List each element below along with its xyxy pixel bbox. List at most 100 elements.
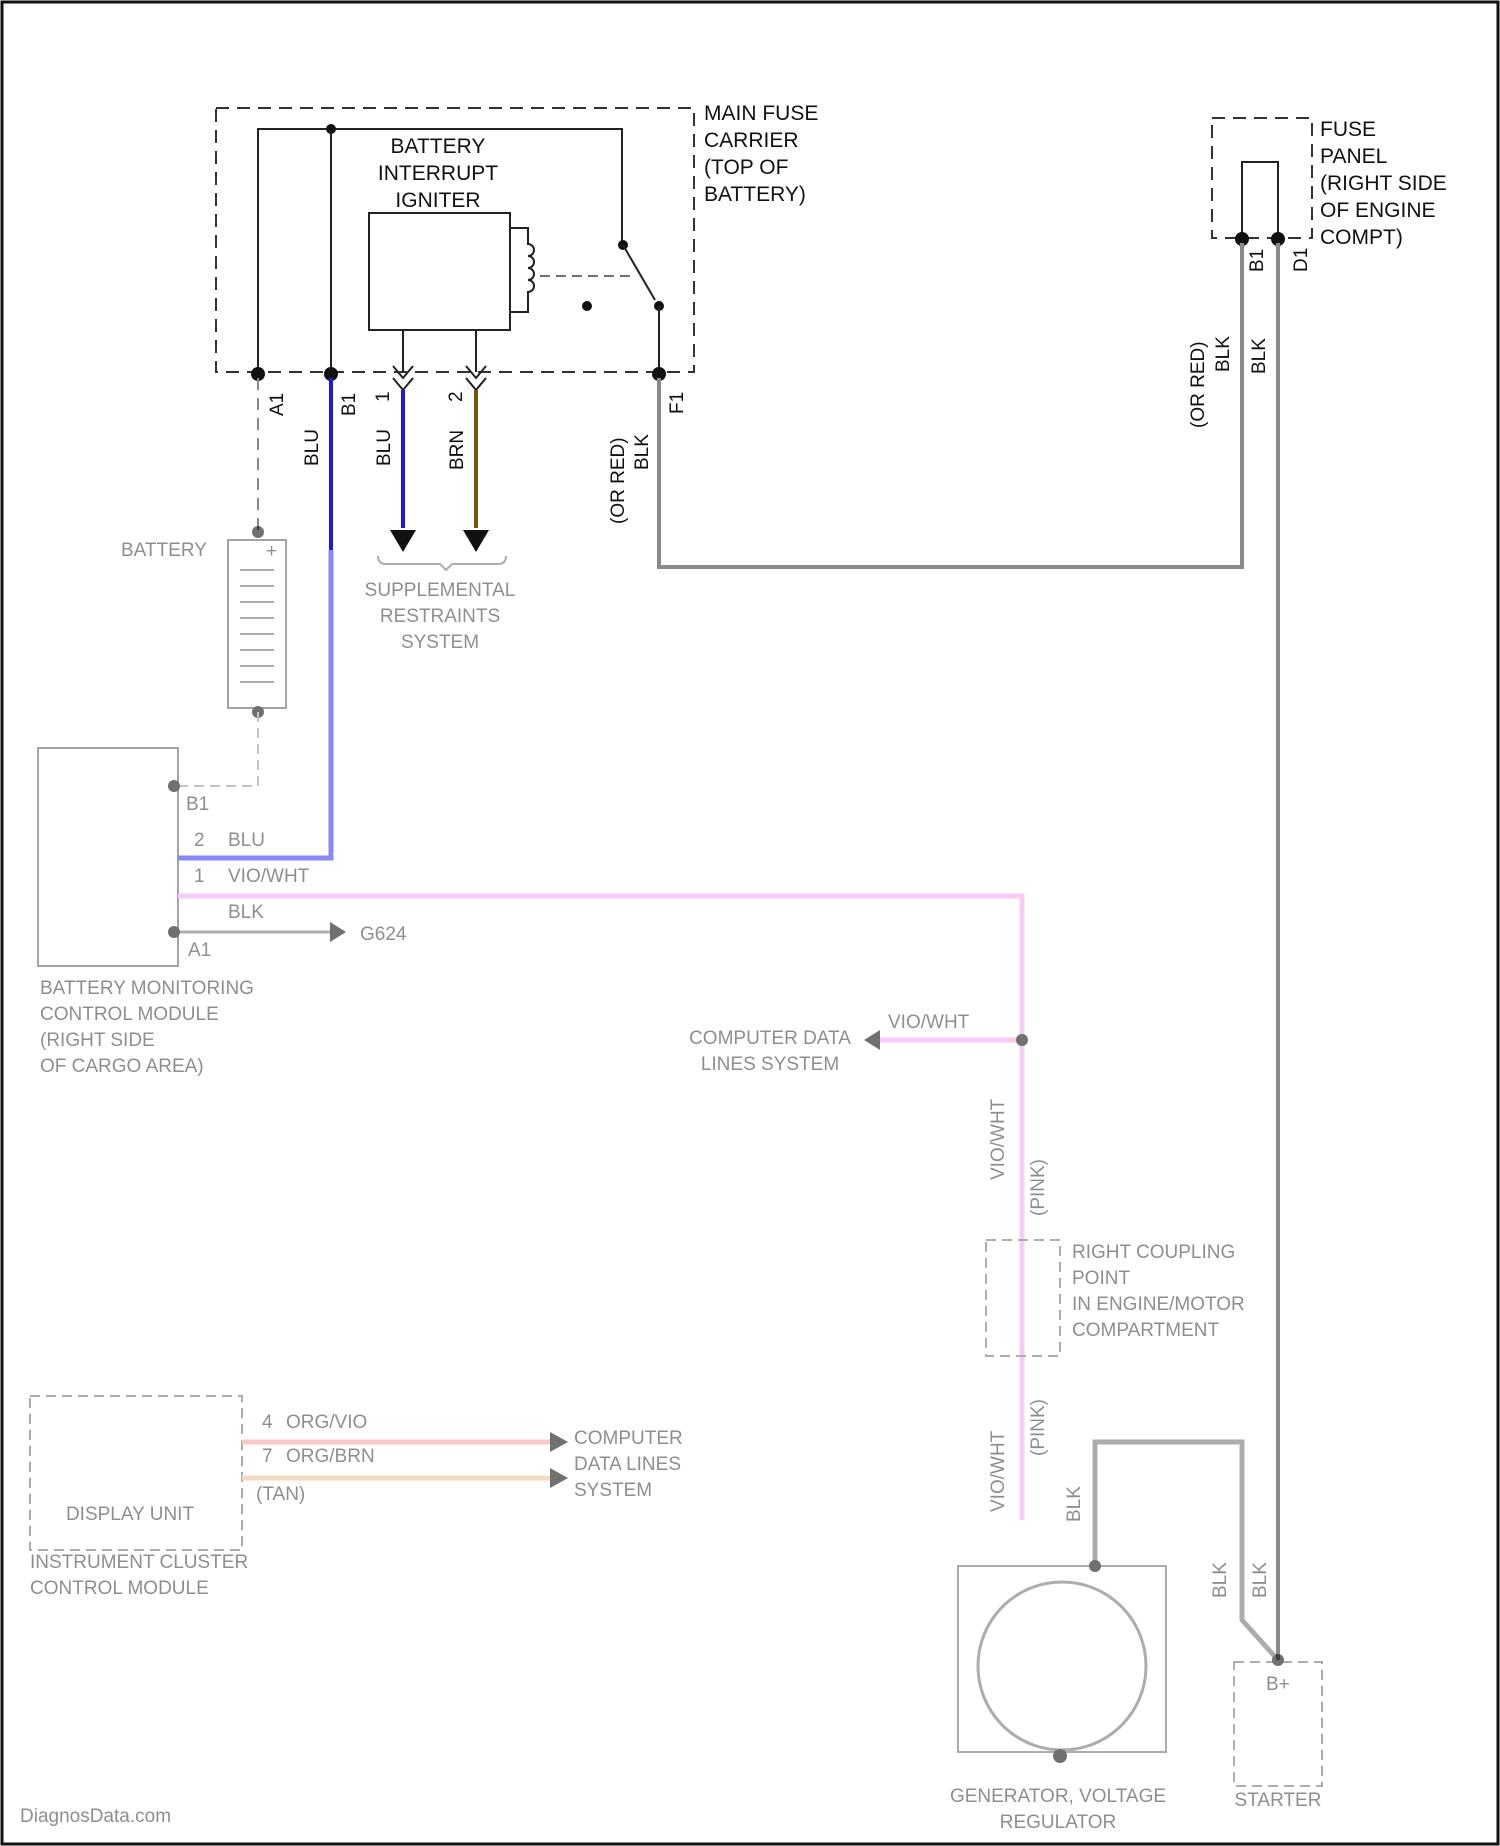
bmcm-label: BATTERY MONITORING CONTROL MODULE (RIGHT…	[40, 978, 254, 1077]
srs-label: SUPPLEMENTAL RESTRAINTS SYSTEM	[365, 580, 516, 653]
svg-text:IGNITER: IGNITER	[395, 189, 480, 212]
vertical-wire-color1: VIO/WHT	[988, 1098, 1009, 1180]
watermark: DiagnosData.com	[20, 1806, 171, 1827]
blu-1-color: BLU	[374, 429, 395, 466]
svg-text:RESTRAINTS: RESTRAINTS	[380, 606, 500, 627]
pin-1-label: 1	[373, 391, 394, 402]
igniter-coil-icon	[510, 228, 534, 312]
fuse-panel-d1-label: D1	[1291, 248, 1312, 272]
fuse-panel-b1-label: B1	[1247, 249, 1268, 272]
fuse-panel-label: FUSE PANEL (RIGHT SIDE OF ENGINE COMPT)	[1320, 118, 1447, 249]
svg-text:RIGHT COUPLING: RIGHT COUPLING	[1072, 1242, 1235, 1263]
blu-1-arrow-icon	[390, 530, 416, 552]
svg-text:MAIN FUSE: MAIN FUSE	[704, 102, 818, 125]
brn-2-color: BRN	[447, 430, 468, 470]
svg-text:COMPT): COMPT)	[1320, 226, 1403, 249]
ic-wire-a: ORG/VIO	[286, 1412, 367, 1433]
instrument-cluster-label: INSTRUMENT CLUSTER CONTROL MODULE	[30, 1552, 248, 1599]
generator-label: GENERATOR, VOLTAGE REGULATOR	[950, 1786, 1166, 1833]
svg-text:OF CARGO AREA): OF CARGO AREA)	[40, 1056, 204, 1077]
svg-text:(RIGHT SIDE: (RIGHT SIDE	[40, 1030, 155, 1051]
lower-section: BATTERY + SUPPLEMENTAL RESTRAINTS SYSTEM…	[20, 526, 1322, 1833]
bmcm-wire-a1: BLK	[228, 902, 264, 923]
starter-pin: B+	[1266, 1674, 1290, 1695]
bmcm-box	[38, 748, 178, 966]
ic-wire-b: ORG/BRN	[286, 1446, 375, 1467]
svg-text:BATTERY: BATTERY	[391, 135, 486, 158]
igniter-label: BATTERY INTERRUPT IGNITER	[378, 135, 498, 212]
bmcm-pin-b1: B1	[186, 794, 209, 815]
cdl-left-label: COMPUTER DATA LINES SYSTEM	[574, 1428, 683, 1501]
generator-top-dot	[1089, 1560, 1101, 1572]
battery-neg-wire	[174, 712, 258, 786]
svg-text:SYSTEM: SYSTEM	[574, 1480, 652, 1501]
ground-arrow-icon	[330, 922, 346, 942]
battery-interrupt-igniter	[369, 213, 510, 330]
battery-top-dot	[252, 526, 264, 538]
f1-wire-alt: (OR RED)	[608, 437, 629, 524]
bmcm-wire-2: BLU	[228, 830, 265, 851]
svg-text:IN ENGINE/MOTOR: IN ENGINE/MOTOR	[1072, 1294, 1245, 1315]
starter-wire-a: BLK	[1210, 1562, 1231, 1598]
pin-2-label: 2	[446, 391, 467, 402]
ic-arrow-a-icon	[550, 1432, 568, 1452]
fuse-panel-internal	[1242, 162, 1278, 239]
srs-brace	[378, 556, 506, 570]
svg-text:CONTROL MODULE: CONTROL MODULE	[40, 1004, 219, 1025]
svg-text:FUSE: FUSE	[1320, 118, 1376, 141]
svg-text:INTERRUPT: INTERRUPT	[378, 162, 498, 185]
pin-f1-label: F1	[667, 392, 688, 414]
fuse-panel-box	[1212, 118, 1312, 238]
bmcm-ground: G624	[360, 924, 407, 945]
svg-text:COMPUTER: COMPUTER	[574, 1428, 683, 1449]
ic-wire-b-alt: (TAN)	[256, 1484, 305, 1505]
starter-dot	[1272, 1654, 1284, 1666]
starter-wire-b: BLK	[1250, 1562, 1271, 1598]
generator-bottom-dot	[1053, 1749, 1067, 1763]
main-fuse-carrier-label: MAIN FUSE CARRIER (TOP OF BATTERY)	[704, 102, 818, 206]
bmcm-a1-dot	[168, 926, 180, 938]
svg-text:OF ENGINE: OF ENGINE	[1320, 199, 1436, 222]
generator-box	[958, 1566, 1166, 1752]
svg-text:LINES SYSTEM: LINES SYSTEM	[701, 1054, 839, 1075]
ic-arrow-b-icon	[550, 1468, 568, 1488]
fp-b1-wire-color: BLK	[1213, 336, 1234, 372]
bmcm-pin-a1: A1	[188, 940, 211, 961]
switch-dot	[582, 301, 592, 311]
pin-b1-label: B1	[339, 393, 360, 416]
svg-text:REGULATOR: REGULATOR	[1000, 1812, 1117, 1833]
svg-text:COMPUTER DATA: COMPUTER DATA	[689, 1028, 851, 1049]
svg-text:BATTERY MONITORING: BATTERY MONITORING	[40, 978, 254, 999]
ic-pin-b: 7	[262, 1446, 273, 1467]
bmcm-pin-2: 2	[194, 830, 205, 851]
bmcm-b1-dot	[168, 780, 180, 792]
lower-wire-color1: VIO/WHT	[988, 1430, 1009, 1512]
f1-wire-color: BLK	[632, 434, 653, 470]
cdl-right-label: COMPUTER DATA LINES SYSTEM	[689, 1028, 851, 1075]
coupling-label: RIGHT COUPLING POINT IN ENGINE/MOTOR COM…	[1072, 1242, 1245, 1341]
pin-a1-label: A1	[267, 393, 288, 416]
cdl-wire-color: VIO/WHT	[888, 1012, 970, 1033]
bmcm-wire-1: VIO/WHT	[228, 866, 310, 887]
svg-text:(RIGHT SIDE: (RIGHT SIDE	[1320, 172, 1447, 195]
svg-text:(TOP OF: (TOP OF	[704, 156, 788, 179]
instrument-cluster-box	[30, 1396, 242, 1550]
vertical-wire-color2: (PINK)	[1028, 1159, 1049, 1216]
blu-b1-color: BLU	[302, 429, 323, 466]
interrupt-switch-arm	[623, 245, 655, 300]
svg-text:POINT: POINT	[1072, 1268, 1130, 1289]
svg-text:GENERATOR, VOLTAGE: GENERATOR, VOLTAGE	[950, 1786, 1166, 1807]
svg-text:INSTRUMENT CLUSTER: INSTRUMENT CLUSTER	[30, 1552, 248, 1573]
lower-wire-color2: (PINK)	[1028, 1399, 1049, 1456]
cdl-junction-dot	[1016, 1034, 1028, 1046]
svg-text:BATTERY): BATTERY)	[704, 183, 806, 206]
brn-2-arrow-icon	[463, 530, 489, 552]
fp-b1-wire-alt: (OR RED)	[1188, 341, 1209, 428]
bmcm-pin-1: 1	[194, 866, 205, 887]
svg-text:CONTROL MODULE: CONTROL MODULE	[30, 1578, 209, 1599]
blk-bus-wire	[659, 550, 1242, 567]
svg-text:COMPARTMENT: COMPARTMENT	[1072, 1320, 1219, 1341]
generator-wire-top: BLK	[1064, 1486, 1085, 1522]
battery-label: BATTERY	[121, 540, 207, 561]
